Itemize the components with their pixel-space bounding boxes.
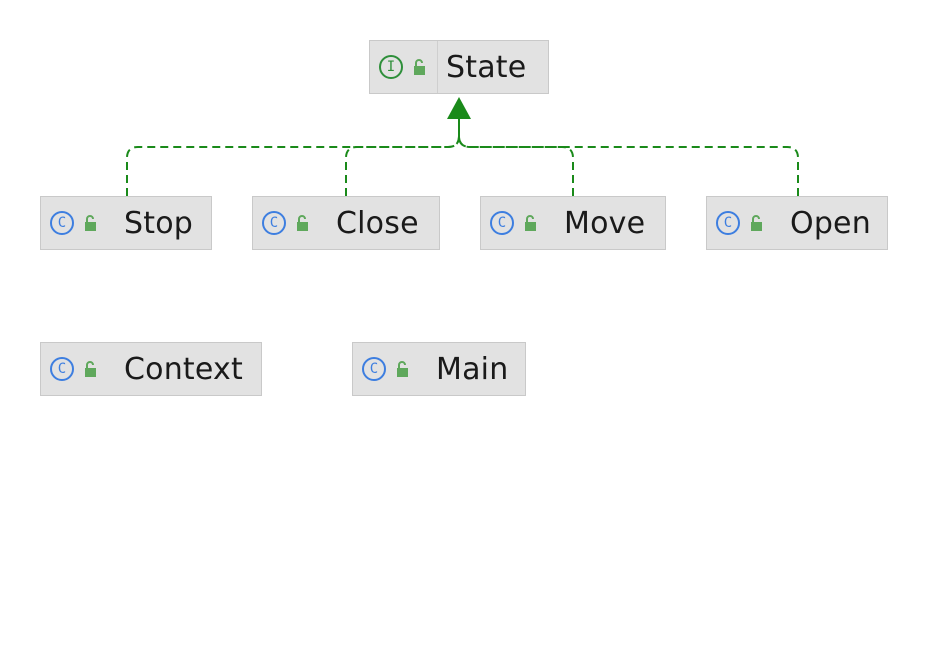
node-move[interactable]: C Move xyxy=(480,196,666,250)
node-label: State xyxy=(446,49,527,85)
implements-arrowhead xyxy=(447,97,471,119)
class-icon: C xyxy=(716,211,740,235)
node-label: Move xyxy=(564,205,646,241)
node-close[interactable]: C Close xyxy=(252,196,440,250)
class-icon: C xyxy=(490,211,514,235)
node-context[interactable]: C Context xyxy=(40,342,262,396)
node-icons: C xyxy=(253,197,320,249)
lock-icon xyxy=(414,59,425,75)
node-label: Stop xyxy=(124,205,194,241)
node-icons: C xyxy=(41,197,108,249)
edge-stop-to-state xyxy=(126,118,460,196)
lock-icon xyxy=(85,361,96,377)
edge-close-to-state xyxy=(345,118,460,196)
edge-move-to-state xyxy=(458,118,574,196)
lock-icon xyxy=(297,215,308,231)
node-label: Close xyxy=(336,205,419,241)
node-icons: C xyxy=(41,343,108,395)
node-open[interactable]: C Open xyxy=(706,196,888,250)
lock-icon xyxy=(525,215,536,231)
node-label: Open xyxy=(790,205,871,241)
edge-open-to-state xyxy=(458,118,799,196)
node-state[interactable]: I State xyxy=(369,40,549,94)
interface-icon: I xyxy=(379,55,403,79)
class-icon: C xyxy=(362,357,386,381)
class-icon: C xyxy=(50,211,74,235)
lock-icon xyxy=(397,361,408,377)
class-icon: C xyxy=(262,211,286,235)
node-separator xyxy=(437,41,438,93)
node-icons: I xyxy=(370,41,437,93)
node-label: Main xyxy=(436,351,509,387)
node-stop[interactable]: C Stop xyxy=(40,196,212,250)
node-icons: C xyxy=(707,197,774,249)
lock-icon xyxy=(751,215,762,231)
node-icons: C xyxy=(353,343,420,395)
class-icon: C xyxy=(50,357,74,381)
lock-icon xyxy=(85,215,96,231)
node-main[interactable]: C Main xyxy=(352,342,526,396)
node-icons: C xyxy=(481,197,548,249)
node-label: Context xyxy=(124,351,243,387)
